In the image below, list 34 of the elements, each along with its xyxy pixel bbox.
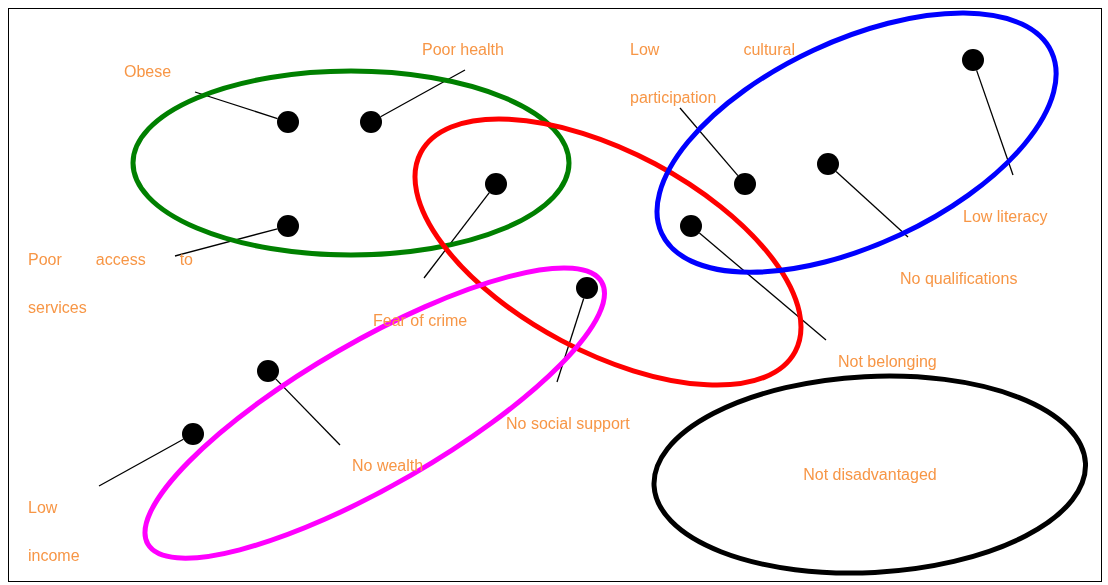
dot-marker (817, 153, 839, 175)
factor-label: Obese (124, 48, 204, 96)
dot-marker (277, 111, 299, 133)
dot-marker (962, 49, 984, 71)
factor-label: Not belonging (838, 338, 968, 386)
dot-marker (576, 277, 598, 299)
group-label: Not disadvantaged (802, 465, 938, 485)
factor-label: Poor access to services (28, 236, 193, 332)
leader-line (835, 170, 909, 238)
leader-line (975, 69, 1014, 176)
dot-marker (680, 215, 702, 237)
factor-label: Poor health (422, 26, 542, 74)
dot-marker (257, 360, 279, 382)
leader-line (98, 438, 185, 487)
factor-label: No social support (506, 400, 666, 448)
factor-label: No wealth (352, 442, 452, 490)
group-ellipse (650, 372, 1090, 578)
dot-marker (277, 215, 299, 237)
dot-marker (182, 423, 204, 445)
leader-line (423, 192, 490, 279)
dot-marker (360, 111, 382, 133)
group-ellipse (411, 114, 805, 390)
factor-label: No qualifications (900, 255, 1050, 303)
factor-label: Low income (28, 484, 88, 580)
leader-line (556, 297, 585, 383)
factor-label: Low cultural participation (630, 26, 795, 122)
leader-line (679, 107, 739, 177)
dot-marker (485, 173, 507, 195)
leader-line (174, 228, 279, 257)
leader-line (379, 69, 466, 118)
factor-label: Low literacy (963, 193, 1083, 241)
leader-line (275, 378, 341, 446)
leader-line (698, 232, 827, 341)
leader-line (194, 91, 279, 120)
